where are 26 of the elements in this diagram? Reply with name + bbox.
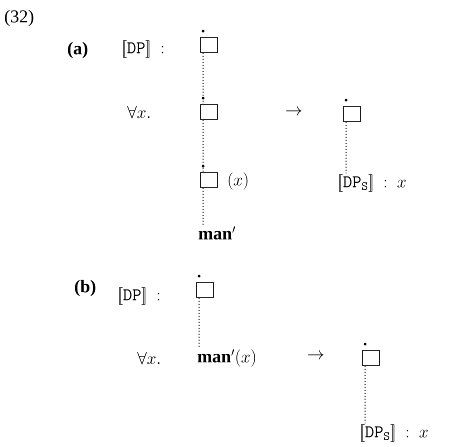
formula-text: $\mathbf{man}'$ bbox=[198, 226, 236, 240]
empty-box bbox=[196, 274, 214, 298]
subexample-label: (b) bbox=[74, 280, 96, 296]
quantifier: $\forall x.$ bbox=[127, 106, 150, 118]
empty-box bbox=[362, 342, 380, 366]
empty-box bbox=[200, 96, 218, 120]
empty-box bbox=[343, 98, 361, 122]
formula-text: $[\![\mathtt{DP}_{\mathtt{S}}]\!]\ :\ x$ bbox=[361, 424, 428, 442]
arrow-symbol: $\rightarrow$ bbox=[286, 106, 302, 116]
denotation: $[\![\mathtt{DP}]\!]\ :$ bbox=[123, 40, 164, 58]
subexample-label: (a) bbox=[68, 42, 88, 58]
argument: $(x)$ bbox=[228, 172, 248, 190]
dotted-line bbox=[198, 297, 200, 349]
denotation: $[\![\mathtt{DP}]\!]\ :$ bbox=[119, 287, 160, 305]
formula-text: $\mathbf{man}'(x)$ bbox=[198, 349, 256, 367]
example-number: (32) bbox=[5, 10, 34, 26]
dotted-line bbox=[364, 365, 366, 424]
formula-text: $[\![\mathtt{DP}_{\mathtt{S}}]\!]\ :\ x$ bbox=[339, 174, 406, 192]
arrow-symbol: $\rightarrow$ bbox=[308, 350, 324, 360]
dotted-line bbox=[202, 119, 204, 173]
empty-box bbox=[200, 30, 218, 53]
dotted-line bbox=[202, 52, 204, 105]
empty-box bbox=[200, 164, 218, 188]
dotted-line bbox=[202, 187, 204, 226]
dotted-line bbox=[346, 121, 347, 174]
quantifier: $\forall x.$ bbox=[137, 352, 160, 364]
